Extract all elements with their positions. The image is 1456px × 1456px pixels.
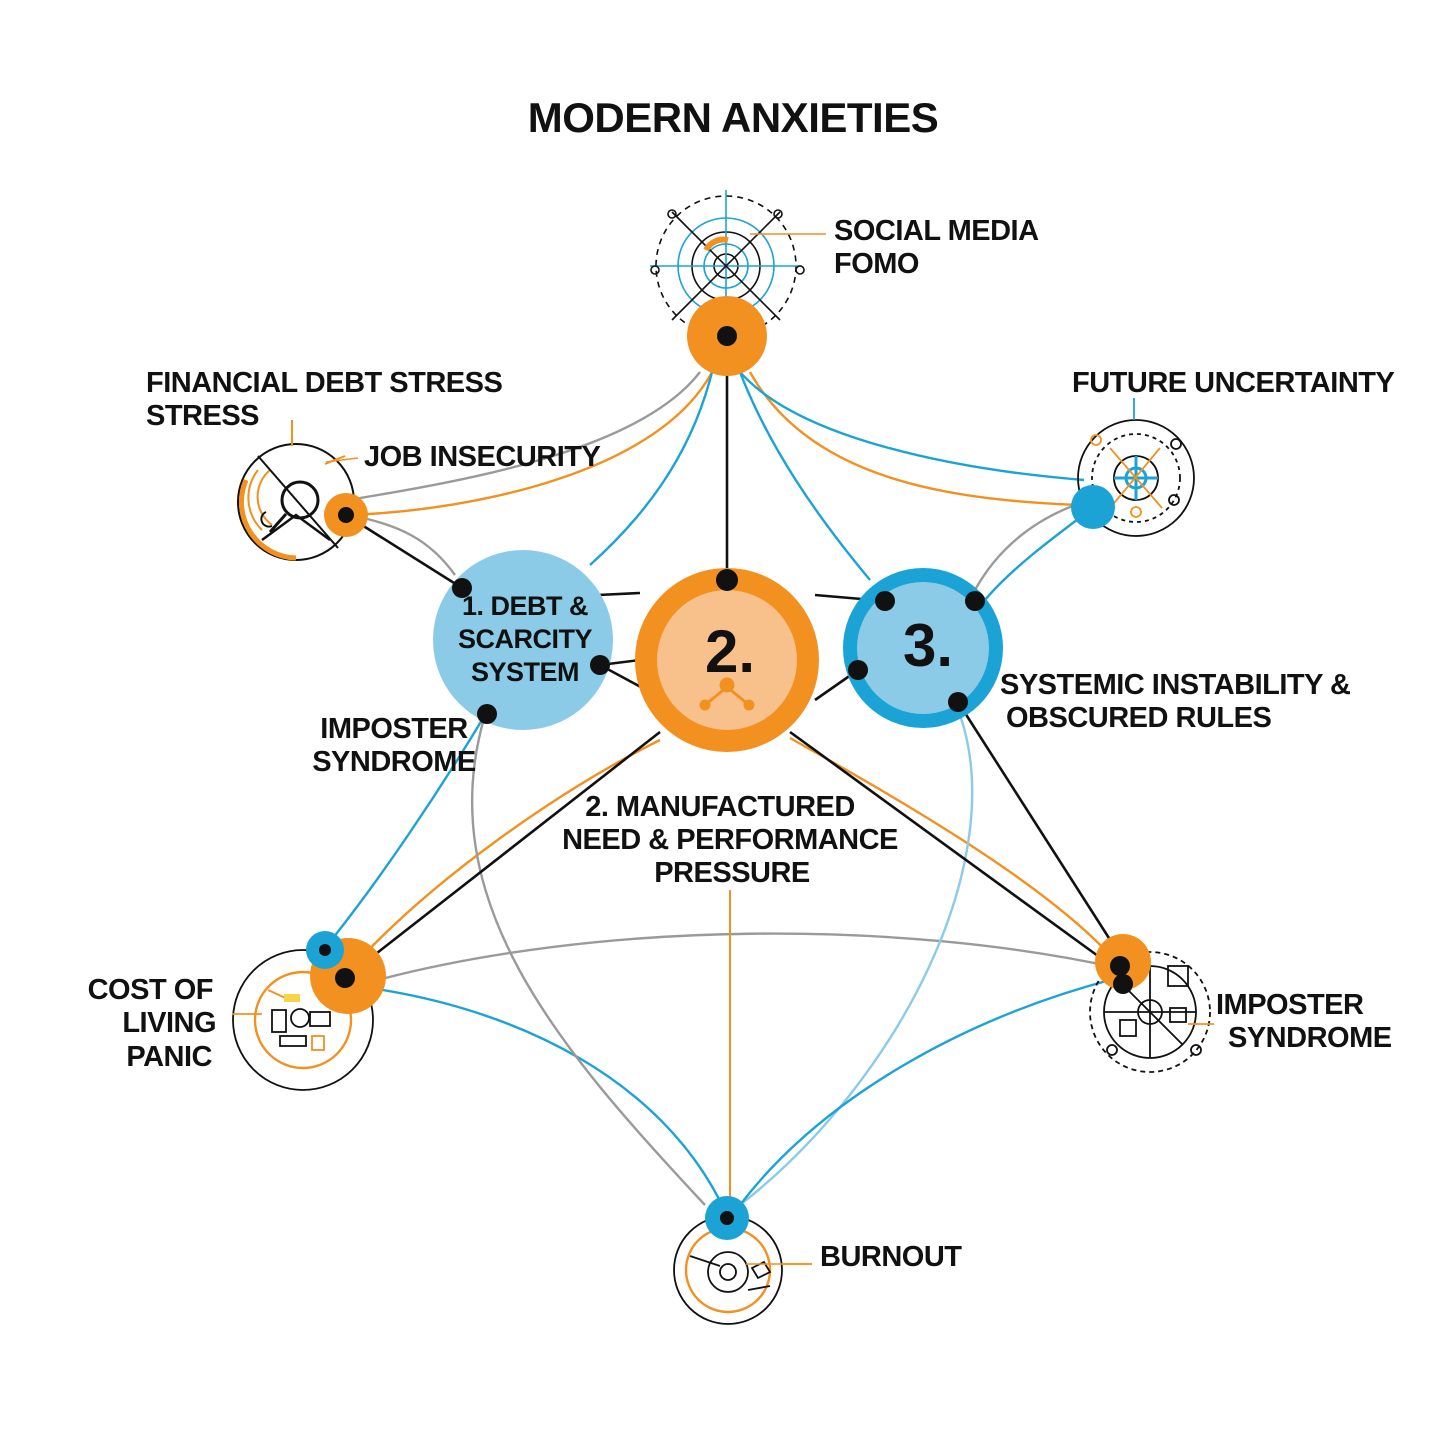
financial-label-2: STRESS bbox=[146, 400, 259, 432]
hub-debt-label-1: 1. DEBT & bbox=[462, 591, 588, 621]
mirror-faces-icon bbox=[1089, 951, 1214, 1073]
link-systemic-to-imposter bbox=[956, 701, 1125, 961]
burnout-label: BURNOUT bbox=[820, 1241, 962, 1273]
social-media-label-2: FOMO bbox=[834, 248, 919, 280]
label-leaders bbox=[325, 457, 812, 1265]
node-burnout[interactable]: BURNOUT bbox=[673, 1196, 963, 1325]
connectors bbox=[324, 371, 1119, 1210]
small-node-cluster-icon bbox=[699, 677, 755, 711]
imposter-left-label-2: SYNDROME bbox=[312, 746, 476, 778]
link-hub2-to-col bbox=[344, 730, 661, 980]
connector-top-to-future-orange bbox=[748, 371, 1081, 507]
node-imposter-syndrome-right[interactable]: IMPOSTER SYNDROME bbox=[1089, 934, 1392, 1073]
anchor-dots bbox=[452, 569, 985, 724]
future-uncertainty-label: FUTURE UNCERTAINTY bbox=[1072, 367, 1394, 399]
link-job-to-debt bbox=[345, 513, 463, 590]
node-future-uncertainty[interactable]: FUTURE UNCERTAINTY bbox=[1071, 367, 1395, 537]
node-cost-of-living[interactable]: COST OF LIVING PANIC bbox=[88, 931, 386, 1091]
hub-systemic-label-2: OBSCURED RULES bbox=[1006, 702, 1271, 734]
cost-of-living-label-2: LIVING bbox=[122, 1007, 216, 1039]
connector-debt-to-burnout-grey bbox=[470, 714, 706, 1206]
hub-debt-scarcity[interactable]: 1. DEBT & SCARCITY SYSTEM bbox=[433, 550, 613, 730]
cost-of-living-label-3: PANIC bbox=[126, 1041, 212, 1073]
cost-of-living-label-1: COST OF bbox=[88, 974, 213, 1006]
financial-label-1: FINANCIAL DEBT STRESS bbox=[146, 367, 502, 399]
social-media-label-1: SOCIAL MEDIA bbox=[834, 215, 1039, 247]
connector-debt-to-col-blue bbox=[324, 714, 487, 949]
connector-top-to-debt-blue bbox=[589, 371, 714, 566]
imposter-right-label-2: SYNDROME bbox=[1228, 1022, 1392, 1054]
connector-top-to-future-blue bbox=[739, 371, 1085, 482]
connector-top-to-systemic-blue bbox=[738, 371, 871, 581]
link-debt-to-hub2-a bbox=[597, 591, 641, 597]
hub-systemic-label-1: SYSTEMIC INSTABILITY & bbox=[1000, 669, 1351, 701]
hub-manufactured-label-1: 2. MANUFACTURED bbox=[585, 791, 855, 823]
link-hub2-to-imposter bbox=[789, 730, 1121, 974]
hub-manufactured-label-3: PRESSURE bbox=[654, 857, 810, 889]
hub-manufactured-need[interactable]: 2. bbox=[635, 568, 819, 752]
connector-imposter-to-burnout-blue bbox=[739, 978, 1111, 1206]
imposter-right-label-1: IMPOSTER bbox=[1216, 989, 1364, 1021]
household-items-icon bbox=[232, 949, 374, 1091]
connector-col-to-imposter-grey bbox=[369, 932, 1119, 984]
hub-debt-label-3: SYSTEM bbox=[471, 657, 579, 687]
diagram-title: MODERN ANXIETIES bbox=[528, 94, 938, 141]
imposter-left-label-1[interactable]: IMPOSTER bbox=[320, 713, 469, 745]
connector-hub2-to-col-orange bbox=[347, 738, 661, 973]
job-insecurity-label[interactable]: JOB INSECURITY bbox=[364, 441, 601, 473]
magnifier-person-icon bbox=[237, 420, 355, 561]
target-radar-icon bbox=[650, 190, 826, 340]
hub-manufactured-number: 2. bbox=[705, 618, 755, 685]
connector-systemic-to-burnout-blue bbox=[739, 714, 974, 1206]
node-financial-debt-stress[interactable]: FINANCIAL DEBT STRESS STRESS bbox=[146, 367, 503, 561]
hub-manufactured-label-2: NEED & PERFORMANCE bbox=[562, 824, 898, 856]
hub-systemic-number: 3. bbox=[903, 612, 953, 679]
hub-debt-label-2: SCARCITY bbox=[458, 624, 592, 654]
compass-network-icon bbox=[1077, 398, 1195, 537]
node-social-media-fomo[interactable]: SOCIAL MEDIA FOMO bbox=[650, 190, 1040, 376]
connector-top-to-job-grey bbox=[347, 371, 701, 502]
connector-top-to-job-orange bbox=[349, 371, 714, 517]
connector-col-to-burnout-blue bbox=[369, 986, 724, 1206]
